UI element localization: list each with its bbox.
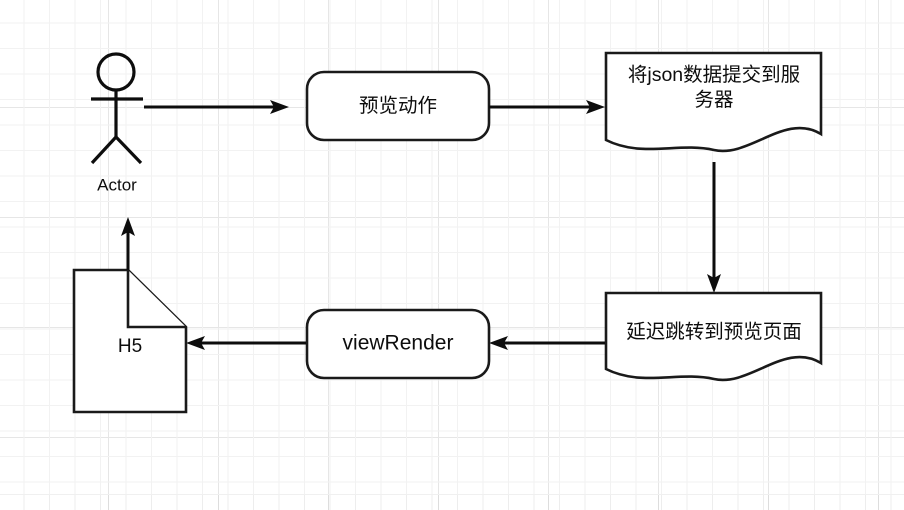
edge-submit-to-delay-arrowhead-icon <box>707 274 721 293</box>
edge-actor-to-preview-arrowhead-icon <box>270 100 289 114</box>
submit-json-label-line1: 将json数据提交到服 <box>628 64 800 86</box>
edge-viewrender-to-h5[interactable] <box>186 336 306 350</box>
edge-delay-to-viewrender-arrowhead-icon <box>489 336 508 350</box>
node-actor[interactable]: Actor <box>90 52 143 194</box>
node-submit-json[interactable]: 将json数据提交到服 务器 <box>604 51 823 153</box>
delay-redirect-label: 延迟跳转到预览页面 <box>626 321 802 343</box>
node-delay-redirect[interactable]: 延迟跳转到预览页面 <box>604 291 823 382</box>
actor-left-leg-line <box>90 135 118 165</box>
h5-page-fold-icon <box>126 270 186 329</box>
node-view-render[interactable]: viewRender <box>305 308 491 380</box>
view-render-shape <box>305 308 491 380</box>
edge-preview-to-submit[interactable] <box>489 100 605 114</box>
view-render-label: viewRender <box>343 332 454 355</box>
node-h5-page[interactable]: H5 <box>72 268 188 414</box>
submit-json-label-line2: 务器 <box>694 89 733 111</box>
node-preview-action[interactable]: 预览动作 <box>305 70 491 142</box>
preview-action-label: 预览动作 <box>359 95 437 117</box>
edge-actor-to-preview[interactable] <box>144 100 289 114</box>
edge-h5-to-actor-arrowhead-icon <box>121 217 135 236</box>
edge-h5-to-actor[interactable] <box>121 217 135 270</box>
actor-head-icon <box>96 52 136 92</box>
submit-json-shape <box>604 51 823 153</box>
actor-right-leg-line <box>114 135 143 165</box>
actor-label: Actor <box>97 175 137 194</box>
bottom-ruler <box>0 494 904 510</box>
edge-viewrender-to-h5-arrowhead-icon <box>186 336 205 350</box>
h5-page-label: H5 <box>118 336 142 357</box>
delay-redirect-shape <box>604 291 823 382</box>
edge-submit-to-delay[interactable] <box>707 162 721 293</box>
edge-delay-to-viewrender[interactable] <box>489 336 605 350</box>
edge-preview-to-submit-arrowhead-icon <box>586 100 605 114</box>
